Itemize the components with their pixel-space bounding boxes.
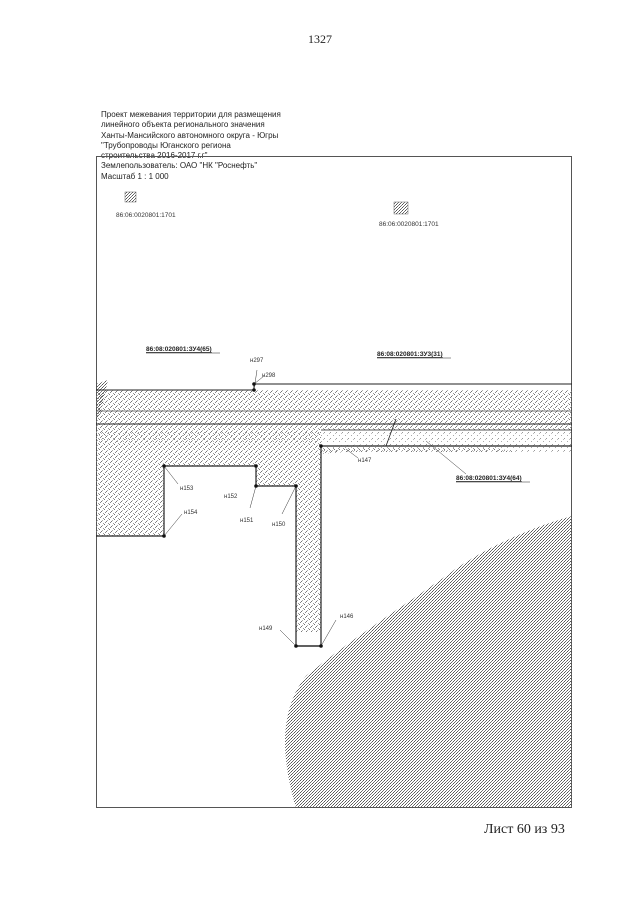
land-user-line: Землепользователь: ОАО "НК "Роснефть" xyxy=(101,161,258,171)
leader-n151 xyxy=(249,485,257,509)
leader-n154 xyxy=(163,513,183,537)
parcel-label-zu3-31: 86:08:020801:ЗУ3(31) xyxy=(377,351,443,358)
parcel-boundary xyxy=(96,445,572,647)
vertex-n297 xyxy=(252,388,256,392)
corridor-band-upper xyxy=(96,390,572,424)
legend-swatch-1 xyxy=(124,191,137,203)
vertex-n149 xyxy=(294,644,298,648)
title-line-4: "Трубопроводы Юганского региона xyxy=(101,140,231,150)
stippled-area-lower-right xyxy=(285,516,572,808)
title-line-5: строительства 2016-2017 г.г" xyxy=(101,151,208,161)
vertex-n152 xyxy=(254,464,258,468)
point-label-n153: н153 xyxy=(180,486,194,492)
leader-n150 xyxy=(281,485,297,515)
point-label-n147: н147 xyxy=(358,458,372,464)
survey-map-drawing: 86:06:0020801:1701 86:06:0020801:1701 xyxy=(96,156,572,808)
title-line-3: Ханты-Мансийского автономного округа - Ю… xyxy=(101,130,279,140)
vertex-n147 xyxy=(319,444,323,448)
point-label-n149: н149 xyxy=(259,626,273,632)
legend-label-1: 86:06:0020801:1701 xyxy=(116,212,176,219)
point-label-n298: н298 xyxy=(262,373,276,379)
point-label-n146: н146 xyxy=(340,614,354,620)
drawing-title-block: Проект межевания территории для размещен… xyxy=(101,110,331,182)
title-line-2: линейного объекта регионального значения xyxy=(101,120,265,130)
vertex-n146 xyxy=(319,644,323,648)
leader-n146 xyxy=(320,619,337,647)
leader-n298 xyxy=(253,375,265,385)
corridor-band-middle xyxy=(96,424,572,430)
legend-swatch-2 xyxy=(393,201,409,215)
point-label-n152: н152 xyxy=(224,494,238,500)
legend-label-2: 86:06:0020801:1701 xyxy=(379,221,439,228)
title-line-1: Проект межевания территории для размещен… xyxy=(101,110,281,119)
point-label-n297: н297 xyxy=(250,358,264,364)
vertex-n153 xyxy=(162,464,166,468)
point-label-n150: н150 xyxy=(272,522,286,528)
parcel-label-zu4-64: 86:08:020801:ЗУ4(64) xyxy=(456,475,522,482)
leader-n147 xyxy=(345,448,359,459)
sheet-counter: Лист 60 из 93 xyxy=(484,822,565,837)
leader-zu4-64 xyxy=(425,440,467,475)
stippled-strip-right xyxy=(321,436,572,452)
boundary-tick xyxy=(385,418,397,447)
parcel-label-zu4-65: 86:08:020801:ЗУ4(65) xyxy=(146,346,212,353)
survey-map: 86:06:0020801:1701 86:06:0020801:1701 xyxy=(96,156,572,808)
vertex-n151 xyxy=(254,484,258,488)
leader-n149 xyxy=(279,629,297,647)
vertex-n154 xyxy=(162,534,166,538)
page-number: 1327 xyxy=(308,32,332,46)
leader-n153 xyxy=(163,465,179,485)
scale-line: Масштаб 1 : 1 000 xyxy=(101,171,169,181)
point-label-n154: н154 xyxy=(184,510,198,516)
vertex-n150 xyxy=(294,484,298,488)
point-label-n151: н151 xyxy=(240,518,254,524)
boundary-line-upper xyxy=(96,383,572,391)
leader-n297 xyxy=(253,369,258,391)
vertex-n298 xyxy=(252,382,256,386)
